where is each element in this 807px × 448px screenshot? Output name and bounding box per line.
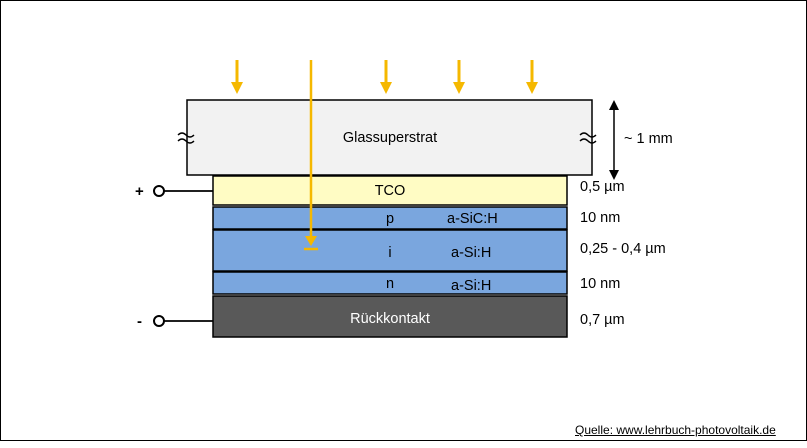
light-arrow-4-icon: [526, 60, 538, 94]
p-layer: [212, 206, 568, 230]
p-thickness: 10 nm: [580, 210, 620, 226]
light-arrow-1-icon: [231, 60, 243, 94]
break-left-icon: [177, 132, 195, 144]
minus-sign: -: [137, 313, 142, 330]
minus-terminal: -: [137, 313, 213, 330]
i-thickness: 0,25 - 0,4 µm: [580, 241, 666, 257]
i-label: i: [388, 245, 391, 261]
n-thickness: 10 nm: [580, 276, 620, 292]
penetrating-light-ray-icon: [304, 60, 318, 251]
tco-thickness: 0,5 µm: [580, 179, 625, 195]
back-contact-layer: [212, 295, 568, 338]
glass-thickness-arrow-icon: [609, 100, 619, 180]
light-arrows: [231, 60, 538, 94]
p-label: p: [386, 211, 394, 227]
light-arrow-2-icon: [380, 60, 392, 94]
glass-superstrate-layer: [186, 99, 593, 176]
p-material: a-SiC:H: [447, 211, 498, 227]
back-contact-thickness: 0,7 µm: [580, 312, 625, 328]
n-material: a-Si:H: [451, 278, 491, 294]
source-link[interactable]: Quelle: www.lehrbuch-photovoltaik.de: [575, 423, 776, 437]
n-layer: [212, 271, 568, 295]
plus-sign: +: [135, 183, 144, 200]
glass-label: Glassuperstrat: [343, 130, 437, 146]
n-label: n: [386, 276, 394, 292]
break-right-icon: [579, 132, 597, 144]
i-layer: [212, 229, 568, 272]
light-arrow-3-icon: [453, 60, 465, 94]
back-contact-label: Rückkontakt: [350, 311, 430, 327]
tco-label: TCO: [375, 183, 406, 199]
plus-terminal: +: [135, 183, 213, 200]
glass-thickness: ~ 1 mm: [624, 131, 673, 147]
i-material: a-Si:H: [451, 245, 491, 261]
